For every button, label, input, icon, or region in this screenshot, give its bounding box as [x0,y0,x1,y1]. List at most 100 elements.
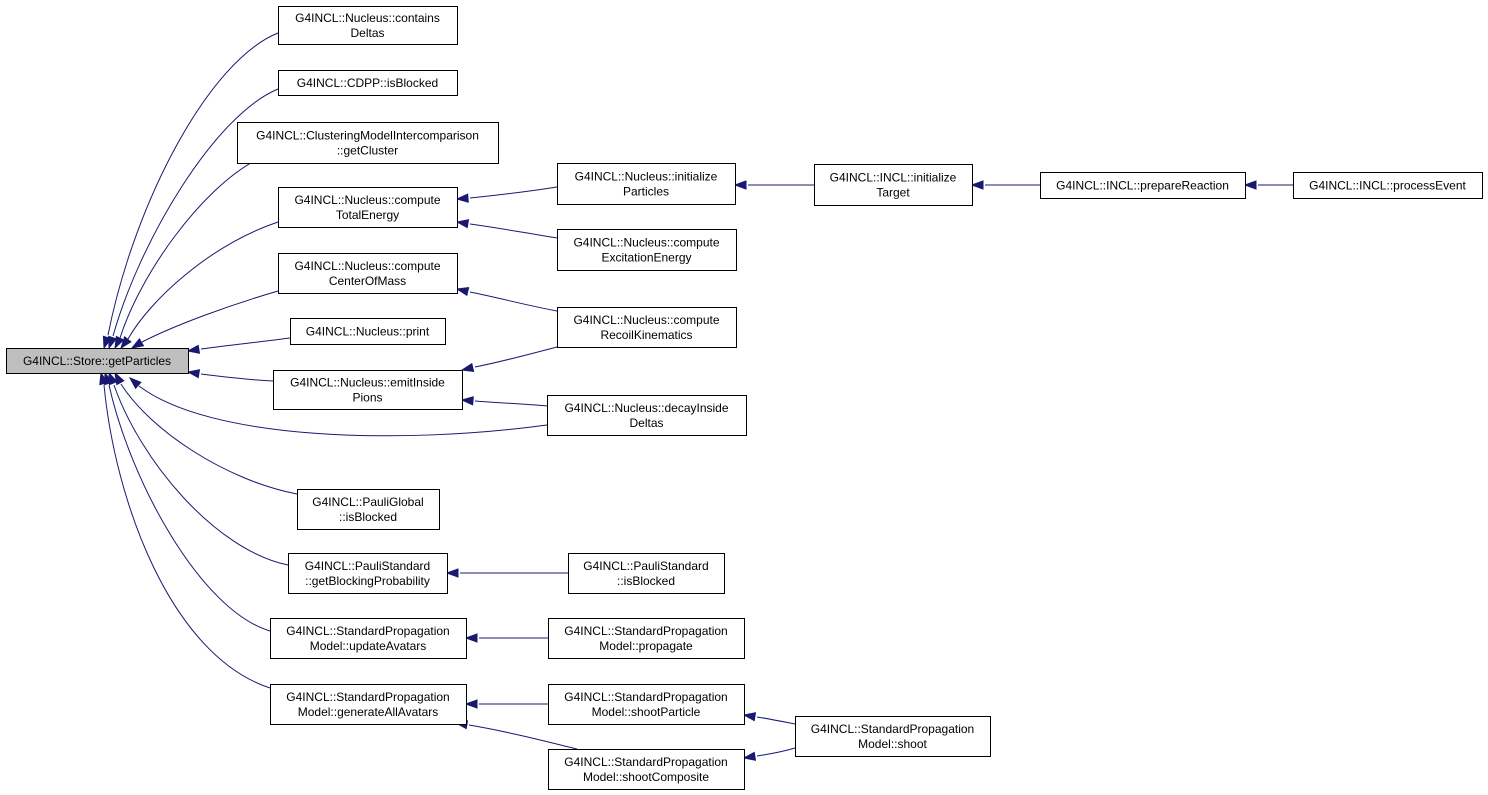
node-box[interactable] [568,553,725,594]
edge-line [112,88,279,337]
node-label[interactable]: G4INCL::Nucleus::contains [295,11,440,25]
node-label[interactable]: G4INCL::Nucleus::print [306,325,430,339]
node-label[interactable]: G4INCL::Nucleus::compute [573,313,719,327]
node-spm_updateAvatars[interactable]: G4INCL::StandardPropagationModel::update… [270,618,467,659]
edge-line [756,716,796,725]
edge-nucleus_initializeParticles-to-nucleus_computeTotalEnergy [455,186,558,203]
node-box[interactable] [270,618,467,659]
node-label[interactable]: G4INCL::Nucleus::compute [573,236,719,250]
node-box[interactable] [557,307,737,348]
node-label[interactable]: Deltas [350,26,384,40]
node-box[interactable] [548,749,745,790]
node-label[interactable]: Pions [352,391,382,405]
edge-arrowhead [460,396,474,406]
node-label[interactable]: Model::shootComposite [583,770,709,784]
node-label[interactable]: G4INCL::PauliStandard [583,559,708,573]
node-pauliGlobal_isBlocked[interactable]: G4INCL::PauliGlobal::isBlocked [297,489,440,530]
node-box[interactable] [547,395,747,436]
node-incl_processEvent[interactable]: G4INCL::INCL::processEvent [1293,172,1483,199]
node-box[interactable] [548,684,745,725]
node-box[interactable] [6,348,189,374]
edge-arrowhead [742,751,757,761]
node-box[interactable] [270,684,467,725]
node-label[interactable]: G4INCL::StandardPropagation [286,690,449,704]
node-label[interactable]: G4INCL::StandardPropagation [564,690,727,704]
node-label[interactable]: Target [876,186,910,200]
node-label[interactable]: G4INCL::Nucleus::compute [294,259,440,273]
node-box[interactable] [1040,172,1246,199]
node-nucleus_print[interactable]: G4INCL::Nucleus::print [290,318,446,345]
node-label[interactable]: G4INCL::StandardPropagation [564,624,727,638]
node-label[interactable]: ::getCluster [337,144,398,158]
node-box[interactable] [557,229,737,271]
node-store_getParticles[interactable]: G4INCL::Store::getParticles [6,348,189,374]
node-label[interactable]: ::isBlocked [339,510,397,524]
node-box[interactable] [557,163,736,205]
node-box[interactable] [278,70,458,96]
node-spm_propagate[interactable]: G4INCL::StandardPropagationModel::propag… [548,618,745,659]
node-spm_shootParticle[interactable]: G4INCL::StandardPropagationModel::shootP… [548,684,745,725]
node-box[interactable] [288,553,448,594]
node-label[interactable]: Model::updateAvatars [310,639,427,653]
node-incl_prepareReaction[interactable]: G4INCL::INCL::prepareReaction [1040,172,1246,199]
node-label[interactable]: G4INCL::INCL::initialize [830,171,957,185]
node-label[interactable]: G4INCL::StandardPropagation [811,722,974,736]
node-label[interactable]: ExcitationEnergy [601,251,691,265]
node-label[interactable]: G4INCL::INCL::prepareReaction [1056,179,1229,193]
node-label[interactable]: Model::propagate [599,639,693,653]
node-label[interactable]: Deltas [629,416,663,430]
node-label[interactable]: G4INCL::Nucleus::initialize [575,170,718,184]
node-box[interactable] [278,187,458,228]
node-label[interactable]: G4INCL::Nucleus::decayInside [564,401,728,415]
node-cdpp_isBlocked[interactable]: G4INCL::CDPP::isBlocked [278,70,458,96]
node-label[interactable]: G4INCL::StandardPropagation [286,624,449,638]
node-label[interactable]: G4INCL::INCL::processEvent [1309,179,1466,193]
edge-arrowhead [733,180,747,190]
node-label[interactable]: G4INCL::Store::getParticles [23,354,171,368]
node-label[interactable]: G4INCL::Nucleus::compute [294,193,440,207]
node-box[interactable] [273,370,463,410]
node-pauliStandard_getBlockingProbability[interactable]: G4INCL::PauliStandard::getBlockingProbab… [288,553,448,594]
node-box[interactable] [814,164,973,206]
node-spm_shootComposite[interactable]: G4INCL::StandardPropagationModel::shootC… [548,749,745,790]
node-spm_generateAllAvatars[interactable]: G4INCL::StandardPropagationModel::genera… [270,684,467,725]
edge-arrowhead [99,371,109,386]
node-label[interactable]: G4INCL::CDPP::isBlocked [297,76,438,90]
node-clustering_getCluster[interactable]: G4INCL::ClusteringModelIntercomparison::… [237,122,499,164]
node-label[interactable]: G4INCL::Nucleus::emitInside [290,376,445,390]
node-label[interactable]: ::getBlockingProbability [305,574,430,588]
node-label[interactable]: TotalEnergy [336,208,399,222]
node-label[interactable]: Model::shoot [858,737,927,751]
node-label[interactable]: Model::shootParticle [592,705,701,719]
node-box[interactable] [795,716,991,757]
node-label[interactable]: Model::generateAllAvatars [298,705,439,719]
node-label[interactable]: G4INCL::PauliGlobal [312,495,423,509]
node-box[interactable] [237,122,499,164]
node-label[interactable]: G4INCL::ClusteringModelIntercomparison [256,129,479,143]
node-pauliStandard_isBlocked[interactable]: G4INCL::PauliStandard::isBlocked [568,553,725,594]
node-box[interactable] [290,318,446,345]
node-label[interactable]: ::isBlocked [617,574,675,588]
node-label[interactable]: G4INCL::PauliStandard [305,559,430,573]
node-box[interactable] [548,618,745,659]
edge-spm_shoot-to-spm_shootParticle [742,712,796,725]
node-label[interactable]: Particles [623,185,669,199]
node-box[interactable] [278,6,458,45]
edge-arrowhead [455,219,470,229]
node-box[interactable] [278,253,458,294]
node-box[interactable] [297,489,440,530]
node-label[interactable]: G4INCL::StandardPropagation [564,755,727,769]
node-label[interactable]: CenterOfMass [329,274,406,288]
node-label[interactable]: RecoilKinematics [600,328,692,342]
node-box[interactable] [1293,172,1483,199]
